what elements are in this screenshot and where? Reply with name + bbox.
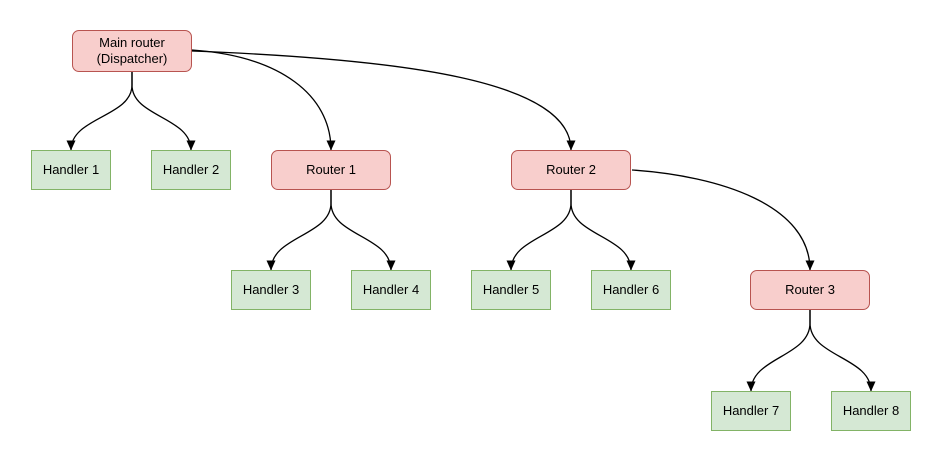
node-router-1: Router 1 xyxy=(271,150,391,190)
node-main-router: Main router (Dispatcher) xyxy=(72,30,192,72)
edge-router-2-to-router-3 xyxy=(631,169,815,271)
node-router-3: Router 3 xyxy=(750,270,870,310)
edge-router-3-to-handler-8 xyxy=(809,310,876,392)
edge-router-2-to-handler-5 xyxy=(506,190,572,271)
node-handler-6: Handler 6 xyxy=(591,270,671,310)
node-handler-2: Handler 2 xyxy=(151,150,231,190)
edge-router-1-to-handler-4 xyxy=(330,190,396,271)
edge-main-router-to-router-2 xyxy=(191,50,576,151)
node-handler-4: Handler 4 xyxy=(351,270,431,310)
edge-main-router-to-handler-1 xyxy=(66,72,133,151)
edge-main-router-to-handler-2 xyxy=(131,72,196,151)
edge-router-3-to-handler-7 xyxy=(746,310,811,392)
node-handler-7: Handler 7 xyxy=(711,391,791,431)
node-handler-3: Handler 3 xyxy=(231,270,311,310)
edge-main-router-to-router-1 xyxy=(191,49,336,151)
node-handler-5: Handler 5 xyxy=(471,270,551,310)
edge-router-1-to-handler-3 xyxy=(266,190,332,271)
node-handler-8: Handler 8 xyxy=(831,391,911,431)
edge-router-2-to-handler-6 xyxy=(570,190,636,271)
node-handler-1: Handler 1 xyxy=(31,150,111,190)
node-router-2: Router 2 xyxy=(511,150,631,190)
